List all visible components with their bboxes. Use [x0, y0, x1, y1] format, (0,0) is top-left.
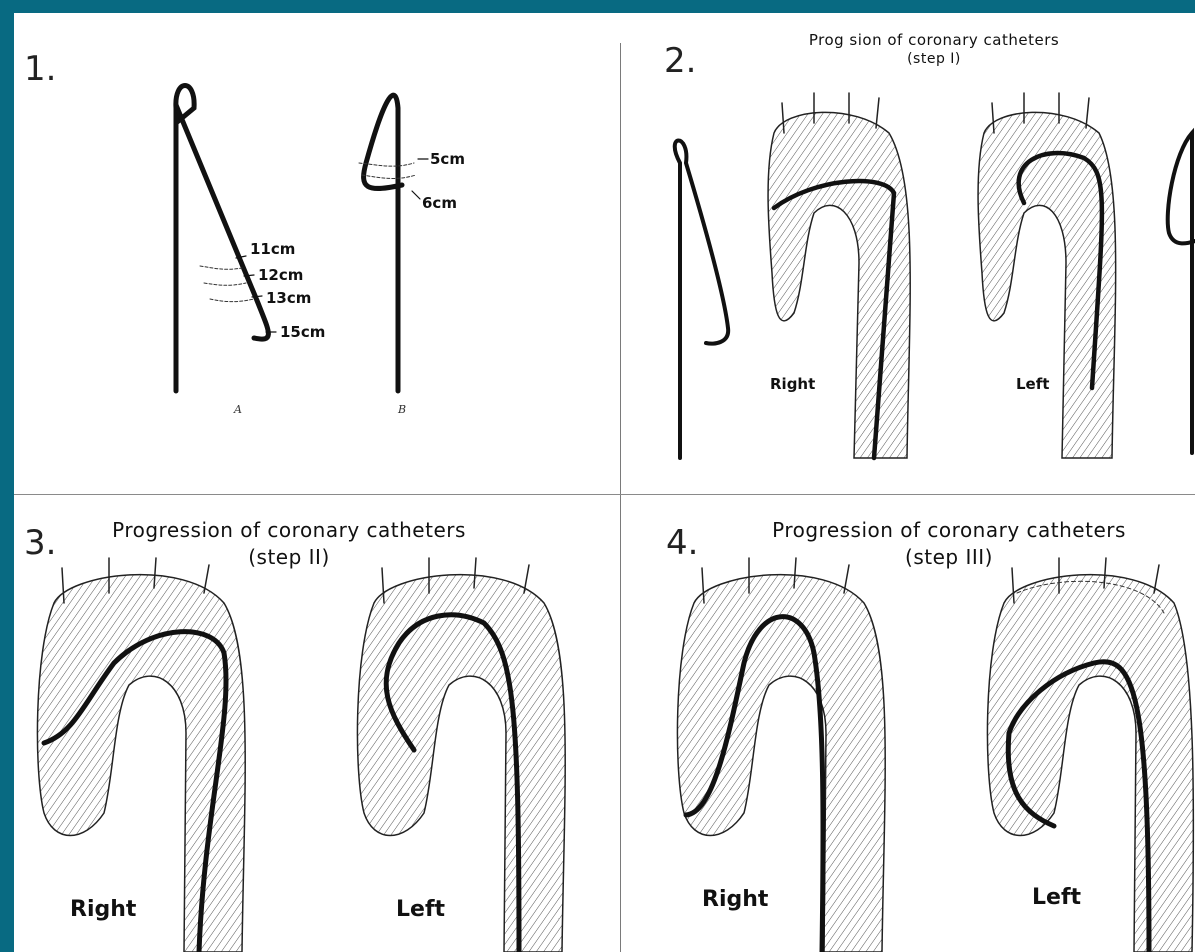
- panel-number-4: 4.: [666, 523, 698, 563]
- panel-3-label-left: Left: [396, 897, 445, 922]
- panel-3-subtitle: (step II): [74, 545, 504, 569]
- marker-label-5cm: 5cm: [430, 150, 465, 168]
- marker-label-12cm: 12cm: [258, 266, 303, 284]
- panel-2-subtitle: (step I): [744, 51, 1124, 67]
- panel-2-label-left: Left: [1016, 375, 1049, 393]
- panel-4-title: Progression of coronary catheters: [734, 518, 1164, 542]
- marker-label-11cm: 11cm: [250, 240, 295, 258]
- catheter-a-letter: A: [234, 403, 242, 416]
- aorta-left-step2: [357, 575, 565, 952]
- panel-3-art: [37, 558, 565, 952]
- panel-1-catheters: [176, 86, 428, 392]
- catheter-b-shape: [364, 95, 402, 391]
- panel-3-label-right: Right: [70, 897, 136, 922]
- panel-4-subtitle: (step III): [734, 545, 1164, 569]
- panel-2-title: Prog sion of coronary catheters: [744, 31, 1124, 49]
- panel-number-1: 1.: [24, 49, 56, 89]
- marker-label-6cm: 6cm: [422, 194, 457, 212]
- panel-2-art: [675, 93, 1195, 458]
- panel-4-label-left: Left: [1032, 885, 1081, 910]
- panel-3-title: Progression of coronary catheters: [74, 518, 504, 542]
- marker-label-13cm: 13cm: [266, 289, 311, 307]
- figure-sheet: 1. 11cm 12cm 13cm 15cm 5cm 6cm A B 2. Pr…: [14, 13, 1195, 952]
- panel-number-2: 2.: [664, 41, 696, 81]
- panel-number-3: 3.: [24, 523, 56, 563]
- aorta-left-step1: [978, 112, 1116, 458]
- aorta-right-step2: [37, 575, 245, 952]
- panel-2-label-right: Right: [770, 375, 815, 393]
- marker-label-15cm: 15cm: [280, 323, 325, 341]
- catheter-b-letter: B: [398, 403, 406, 416]
- panel-4-label-right: Right: [702, 887, 768, 912]
- aorta-left-step3: [987, 575, 1193, 952]
- catheter-illustrations: [14, 13, 1195, 952]
